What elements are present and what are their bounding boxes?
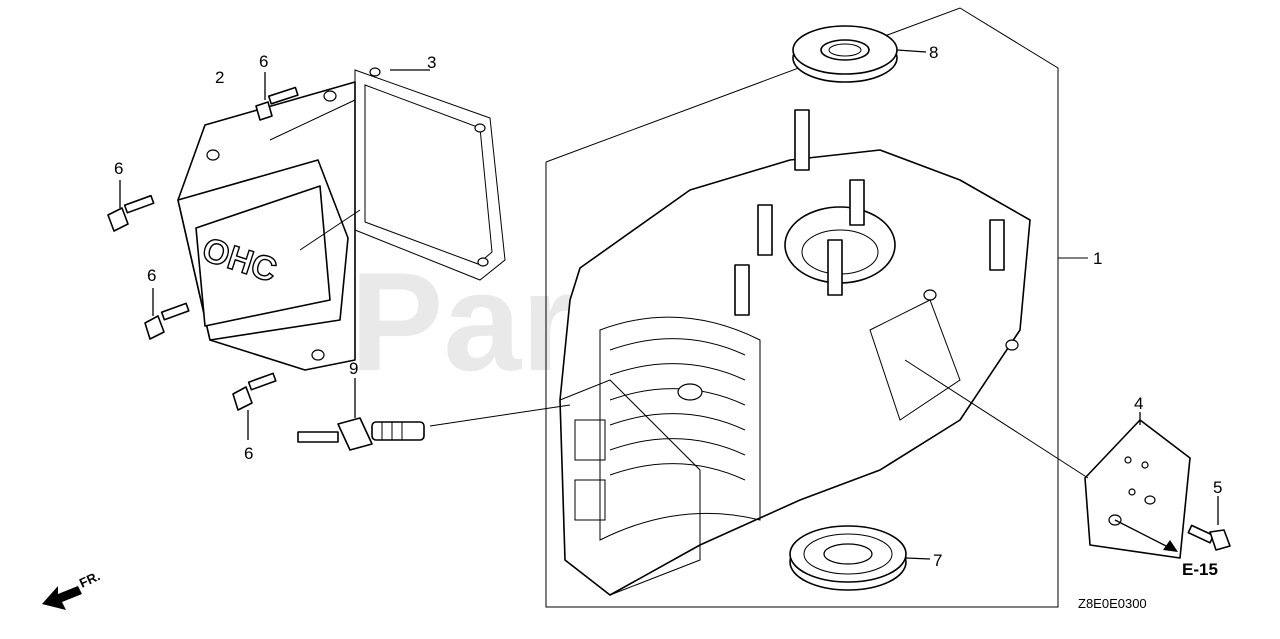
reference-arrow xyxy=(1114,519,1178,552)
callout-5: 5 xyxy=(1213,478,1222,497)
head-cover-part[interactable]: OHC xyxy=(177,81,356,371)
callout-3: 3 xyxy=(427,53,436,72)
drawing-code: Z8E0E0300 xyxy=(1078,596,1147,611)
bolt-part-d[interactable] xyxy=(232,372,277,440)
callout-8: 8 xyxy=(929,43,938,62)
front-arrow-icon xyxy=(42,586,82,610)
callout-9: 9 xyxy=(349,359,358,378)
callout-1: 1 xyxy=(1093,249,1102,268)
spark-plug-part[interactable] xyxy=(297,378,571,451)
bearing-part[interactable] xyxy=(789,525,931,591)
gasket-part[interactable] xyxy=(269,67,506,281)
callout-6-middle: 6 xyxy=(147,266,156,285)
reference-label: E-15 xyxy=(1182,560,1218,579)
oil-seal-part[interactable] xyxy=(792,25,927,83)
callout-6-bottom: 6 xyxy=(244,444,253,463)
callout-7: 7 xyxy=(933,551,942,570)
front-marker-label: FR. xyxy=(77,568,102,590)
cylinder-block-part[interactable] xyxy=(559,109,1031,596)
small-bolt-part[interactable] xyxy=(1187,496,1231,551)
bolt-part-c[interactable] xyxy=(144,288,190,340)
callout-2: 2 xyxy=(215,68,224,87)
callout-6-top: 6 xyxy=(259,52,268,71)
callout-6-left: 6 xyxy=(114,159,123,178)
bolt-part-b[interactable] xyxy=(107,180,155,232)
bolt-part-a[interactable] xyxy=(255,72,299,121)
assembly-outline xyxy=(545,7,1088,608)
breather-plate-part[interactable] xyxy=(904,359,1191,559)
callout-4: 4 xyxy=(1134,394,1143,413)
